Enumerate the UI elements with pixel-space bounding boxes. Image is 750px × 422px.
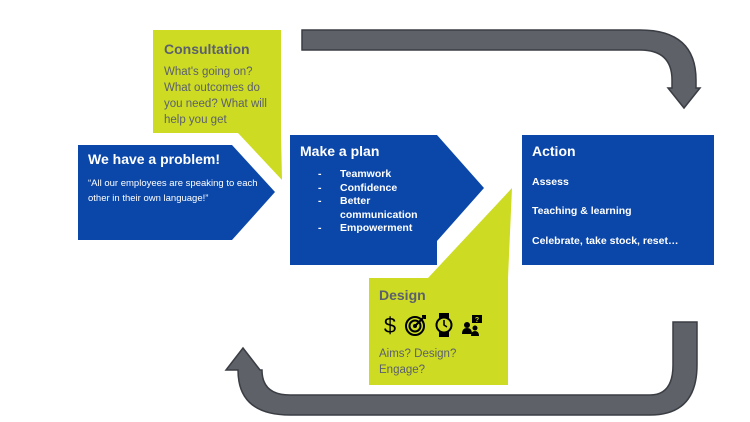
cycle-arrow-top: [301, 29, 702, 110]
design-title: Design: [379, 287, 426, 303]
action-box: [522, 135, 714, 265]
problem-title: We have a problem!: [88, 151, 221, 167]
problem-quote: “All our employees are speaking to each …: [88, 178, 258, 204]
plan-item-label: Teamwork: [340, 168, 392, 180]
dollar-icon: $: [384, 313, 396, 337]
action-item-assess: Assess: [532, 176, 569, 188]
people-question-icon: ?: [462, 315, 482, 336]
action-item-teaching: Teaching & learning: [532, 205, 632, 217]
watch-icon: [435, 313, 453, 337]
plan-shape: [290, 135, 484, 265]
problem-shape: [78, 145, 275, 240]
svg-text:?: ?: [475, 317, 479, 324]
plan-item-label: Empowerment: [340, 222, 413, 234]
bullet-dash: -: [318, 222, 322, 234]
plan-item-label: Better communication: [340, 195, 418, 221]
bullet-dash: -: [318, 195, 322, 207]
consultation-text: What's going on? What outcomes do you ne…: [164, 66, 267, 126]
plan-item: - Better communication: [318, 195, 430, 222]
plan-item: - Confidence: [318, 182, 430, 196]
plan-item: - Empowerment: [318, 222, 430, 236]
consultation-title: Consultation: [164, 41, 250, 57]
bullet-dash: -: [318, 181, 322, 194]
plan-title: Make a plan: [300, 143, 380, 159]
plan-item: - Teamwork: [318, 168, 430, 182]
target-icon: [405, 315, 426, 336]
plan-list: - Teamwork - Confidence - Better communicat…: [318, 168, 430, 236]
consultation-callout: [153, 30, 282, 180]
plan-item-label: Confidence: [340, 181, 398, 194]
svg-text:$: $: [384, 313, 396, 337]
bullet-dash: -: [318, 168, 322, 180]
design-text: Aims? Design? Engage?: [379, 348, 457, 376]
cycle-arrow-bottom: [224, 321, 698, 416]
action-title: Action: [532, 143, 576, 159]
action-item-celebrate: Celebrate, take stock, reset…: [532, 235, 679, 247]
design-icons: $ ?: [383, 312, 483, 338]
